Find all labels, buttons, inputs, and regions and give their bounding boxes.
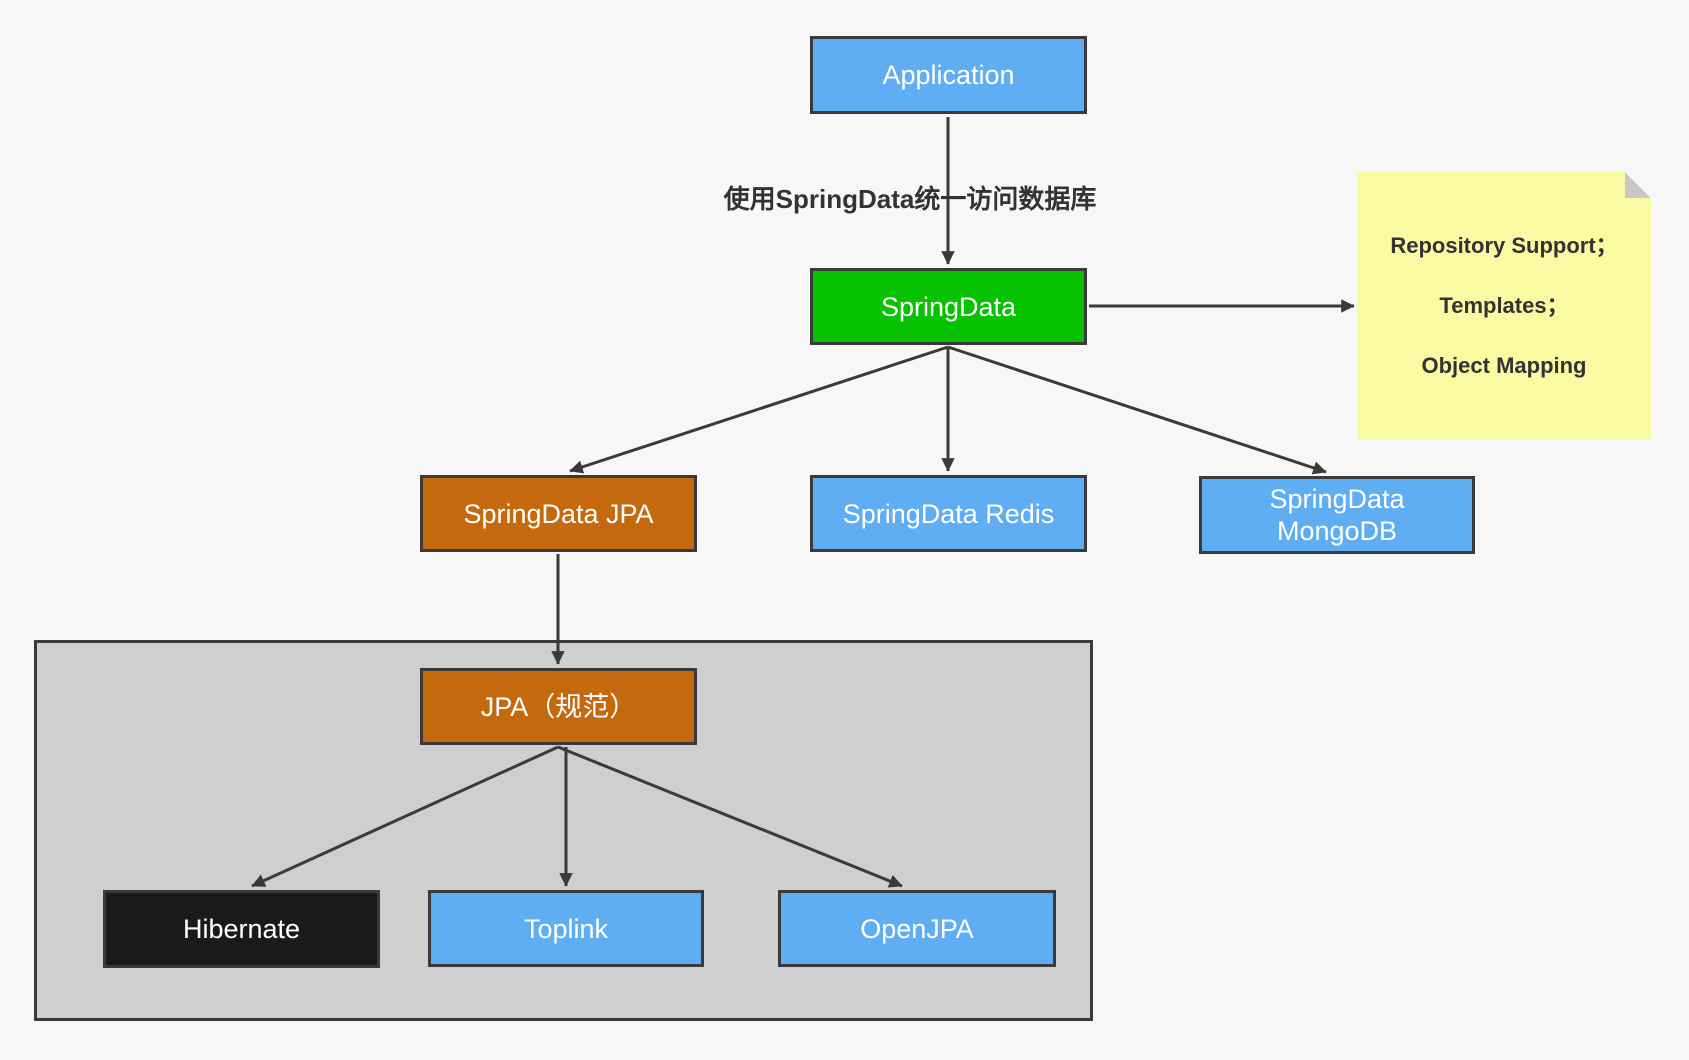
note-fold-corner-icon xyxy=(1625,172,1651,198)
note-line-templates: Templates； xyxy=(1439,293,1569,318)
edge-label-use-springdata: 使用SpringData统一访问数据库 xyxy=(723,184,1097,214)
note-line-object-mapping: Object Mapping xyxy=(1421,353,1587,378)
node-springdata-mongodb: SpringData MongoDB xyxy=(1199,476,1475,554)
node-jpa-spec: JPA（规范） xyxy=(420,668,697,745)
node-toplink: Toplink xyxy=(428,890,704,967)
sticky-note: Repository Support； Templates； Object Ma… xyxy=(1357,172,1651,440)
node-springdata: SpringData xyxy=(810,268,1087,345)
node-application: Application xyxy=(810,36,1087,114)
arrow-springdata-to-springdata-mongodb xyxy=(947,345,1327,475)
node-openjpa: OpenJPA xyxy=(778,890,1056,967)
arrow-springdata-to-springdata-jpa xyxy=(569,345,949,474)
node-springdata-redis: SpringData Redis xyxy=(810,475,1087,552)
node-hibernate: Hibernate xyxy=(103,890,380,968)
node-springdata-jpa: SpringData JPA xyxy=(420,475,697,552)
note-line-repository-support: Repository Support； xyxy=(1390,233,1618,258)
